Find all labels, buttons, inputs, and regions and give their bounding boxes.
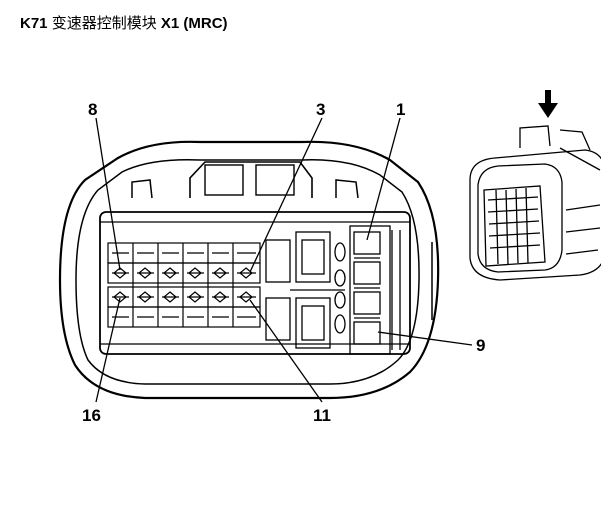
leader-pin-11 [249,299,323,403]
down-arrow-icon [538,90,558,118]
terminal-block-right [349,225,401,355]
pin-label-9: 9 [476,336,485,355]
pin-label-11: 11 [313,406,331,425]
leader-lines [95,117,473,403]
pin-label-1: 1 [396,100,405,119]
connector-id: X1 (MRC) [160,15,228,32]
diagram-title: K71 变速器控制模块 X1 (MRC) [20,12,228,33]
terminal-block-left [107,242,261,328]
pin-label-8: 8 [88,100,97,119]
leader-pin-1 [366,117,401,241]
leader-pin-16 [95,297,121,403]
pin-label-3: 3 [316,100,325,119]
leader-pin-3 [249,117,323,273]
module-code: K71 [20,15,48,32]
leader-pin-8 [95,117,121,271]
connector-face [58,140,440,400]
leader-pin-9 [377,331,473,346]
module-name: 变速器控制模块 [51,15,157,32]
terminal-block-middle [265,231,346,349]
connector-3d-view [469,125,601,281]
pin-label-16: 16 [82,406,101,425]
